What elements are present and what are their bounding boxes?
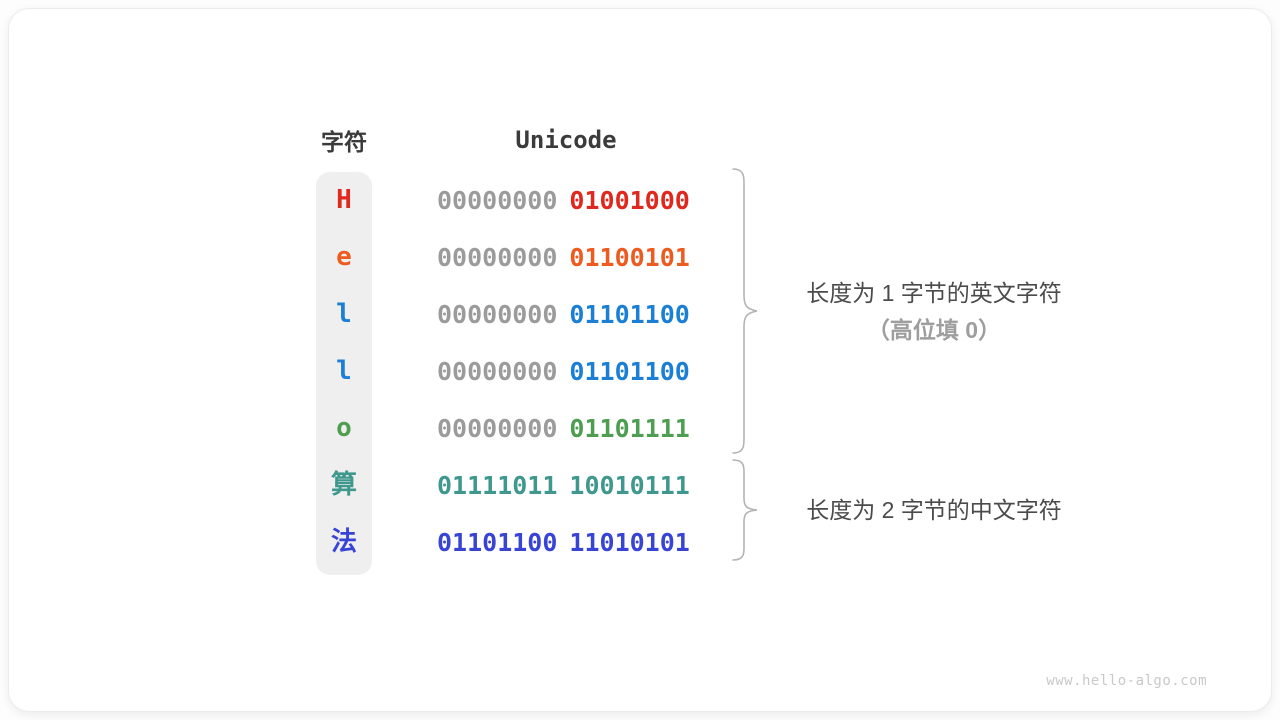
watermark: www.hello-algo.com	[1046, 673, 1207, 689]
unicode-high-byte: 01111011	[437, 470, 558, 500]
unicode-low-byte: 01100101	[569, 242, 690, 272]
unicode-low-byte: 01101100	[569, 356, 690, 386]
unicode-high-byte: 00000000	[437, 356, 558, 386]
note-english-line2: （高位填 0）	[866, 317, 1002, 343]
unicode-low-byte: 01101100	[569, 299, 690, 329]
unicode-high-byte: 01101100	[437, 527, 558, 557]
note-english-line1: 长度为 1 字节的英文字符	[806, 280, 1062, 306]
table-row: e 00000000 01100101	[316, 229, 690, 286]
unicode-low-byte: 01001000	[569, 185, 690, 215]
char-cell: 法	[330, 527, 357, 557]
char-cell: H	[336, 185, 352, 215]
table-row: l 00000000 01101100	[316, 343, 690, 400]
curly-brace-1byte-group-icon	[732, 168, 758, 454]
note-chinese-line1: 长度为 2 字节的中文字符	[806, 497, 1062, 523]
unicode-high-byte: 00000000	[437, 413, 558, 443]
char-cell: l	[336, 299, 352, 329]
unicode-value: 00000000 01001000	[437, 188, 690, 213]
unicode-value: 00000000 01101100	[437, 302, 690, 327]
char-cell: o	[336, 413, 352, 443]
char-column-background	[316, 172, 372, 575]
char-cell: e	[336, 242, 352, 272]
note-english-chars: 长度为 1 字节的英文字符 （高位填 0）	[769, 275, 1099, 349]
unicode-value: 00000000 01101100	[437, 359, 690, 384]
unicode-high-byte: 00000000	[437, 185, 558, 215]
unicode-low-byte: 10010111	[569, 470, 690, 500]
diagram-card: 字符 Unicode H 00000000 01001000 e 00000000…	[8, 8, 1272, 712]
unicode-low-byte: 01101111	[569, 413, 690, 443]
unicode-value: 01111011 10010111	[437, 473, 690, 498]
unicode-value: 00000000 01101111	[437, 416, 690, 441]
note-chinese-chars: 长度为 2 字节的中文字符	[769, 492, 1099, 529]
table-row: l 00000000 01101100	[316, 286, 690, 343]
char-cell: l	[336, 356, 352, 386]
table-row: 算 01111011 10010111	[316, 457, 690, 514]
char-cell: 算	[330, 470, 357, 500]
column-header-char: 字符	[321, 129, 367, 155]
unicode-value: 00000000 01100101	[437, 245, 690, 270]
table-row: o 00000000 01101111	[316, 400, 690, 457]
column-header-unicode: Unicode	[515, 126, 617, 154]
table-row: 法 01101100 11010101	[316, 514, 690, 571]
unicode-high-byte: 00000000	[437, 242, 558, 272]
curly-brace-2byte-group-icon	[732, 459, 758, 561]
unicode-value: 01101100 11010101	[437, 530, 690, 555]
table-row: H 00000000 01001000	[316, 172, 690, 229]
unicode-low-byte: 11010101	[569, 527, 690, 557]
unicode-high-byte: 00000000	[437, 299, 558, 329]
